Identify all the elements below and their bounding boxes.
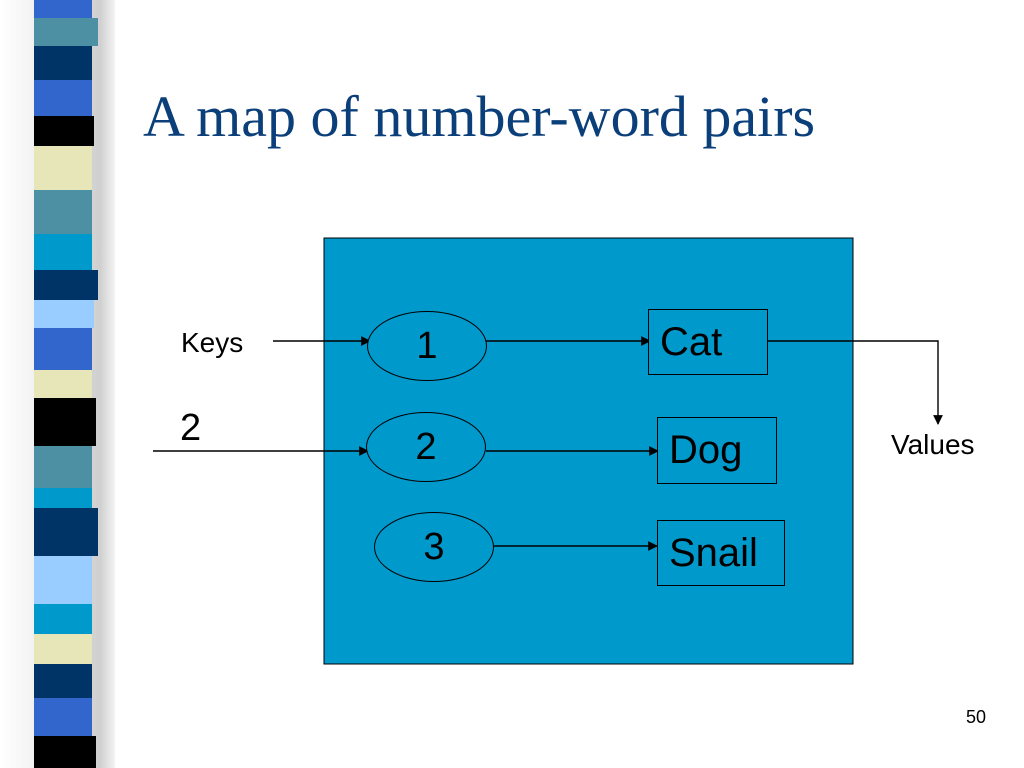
stripe-decoration [34,370,92,398]
stripe-decoration [34,634,92,664]
key-node-label: 1 [416,324,438,367]
stripe-decoration [34,698,92,736]
key-node-label: 2 [415,425,437,468]
stripe-decoration [34,664,92,698]
keys-label: Keys [181,327,244,358]
stripe-decoration [34,556,92,604]
stripe-decoration [34,146,92,190]
stripe-decoration [34,80,92,116]
stripe-decoration [34,190,92,234]
stripe-decoration [34,234,92,270]
stripe-decoration [34,508,98,556]
page-title: A map of number-word pairs [143,84,816,149]
values-pointer-arrow [768,340,943,425]
stripe-decoration [34,300,94,328]
key-node-2: 2 [366,412,486,482]
stripe-decoration [34,446,92,488]
stripe-decoration [34,398,96,446]
input-key-value: 2 [180,407,202,449]
slide-number: 50 [966,707,987,727]
value-node-cat: Cat [648,309,768,375]
stripe-decoration [34,604,92,634]
stripe-decoration [34,46,92,80]
value-node-dog: Dog [657,417,777,484]
value-node-label: Cat [660,319,723,364]
stripe-decoration [34,270,98,300]
stripe-decoration [34,488,92,508]
stripe-decoration [34,328,92,370]
value-node-snail: Snail [657,520,785,586]
values-label: Values [891,429,975,460]
stripe-decoration [34,736,96,768]
value-node-label: Snail [669,530,758,575]
stripe-decoration [34,18,98,46]
key-node-1: 1 [367,311,487,381]
key-node-3: 3 [374,512,494,582]
stripe-decoration [34,0,92,18]
stripe-decoration [34,116,94,146]
decorative-stripe-band [34,0,98,768]
key-node-label: 3 [423,525,445,568]
value-node-label: Dog [669,428,743,472]
